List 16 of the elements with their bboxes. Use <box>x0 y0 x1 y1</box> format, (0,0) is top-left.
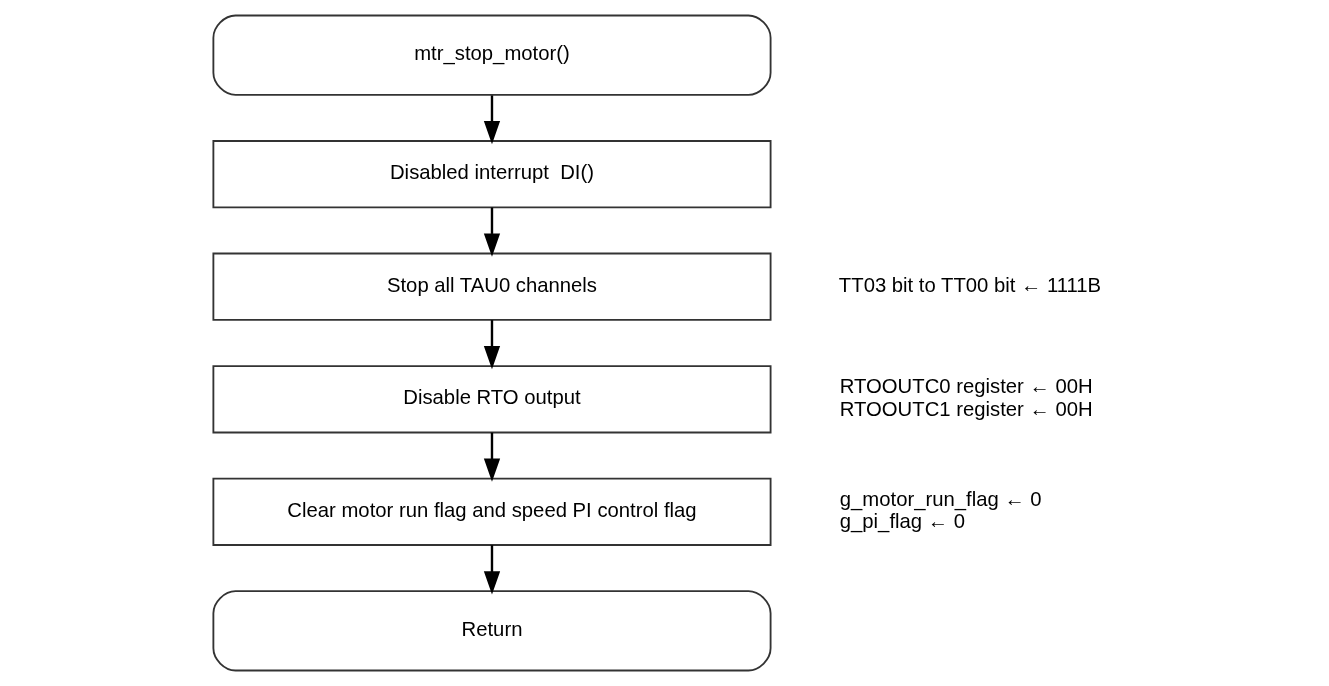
node-box: Stop all TAU0 channels <box>212 252 772 321</box>
node-box: Disable RTO output <box>212 365 772 434</box>
arrow <box>483 320 501 370</box>
node-box: Return <box>212 590 772 672</box>
node-label: TT03 bit to TT00 bit ← 1111B <box>838 273 1102 296</box>
node-label: g_pi_flag ← 0 <box>839 510 965 533</box>
node-box: mtr_stop_motor() <box>212 14 772 96</box>
arrow <box>483 207 501 257</box>
arrow <box>483 95 501 145</box>
arrow <box>483 432 501 482</box>
node-label: RTOOUTC0 register ← 00H <box>839 375 1093 398</box>
node-box: Clear motor run flag and speed PI control flag <box>212 477 772 546</box>
node-label: RTOOUTC1 register ← 00H <box>839 397 1093 420</box>
node-box: Disabled interrupt DI() <box>212 140 772 209</box>
arrow <box>483 545 501 595</box>
node-label: g_motor_run_flag ← 0 <box>839 487 1042 510</box>
